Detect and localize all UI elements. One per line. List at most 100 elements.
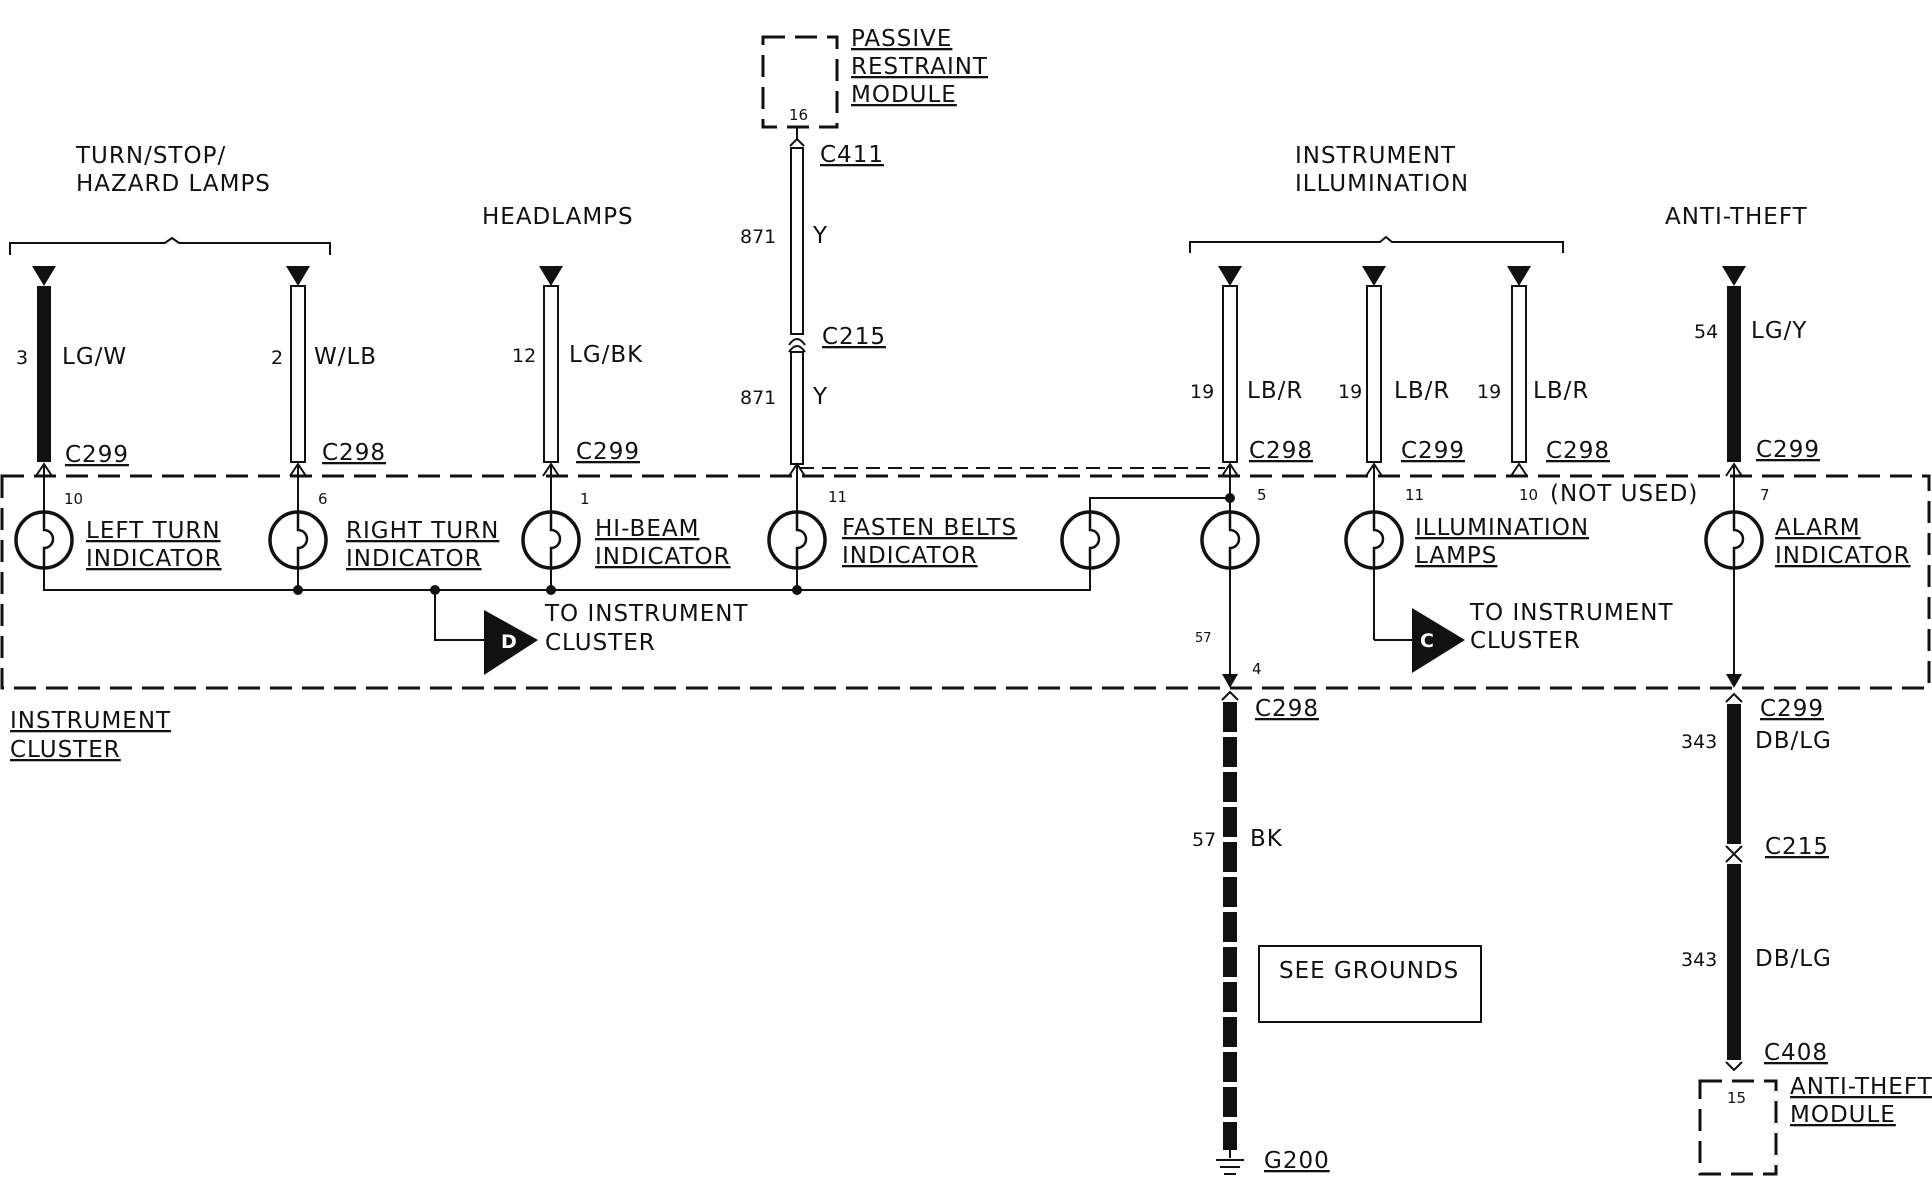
indicator-right-turn-1: RIGHT TURN <box>346 518 499 544</box>
lamp-hi-beam <box>521 510 581 570</box>
indicator-left-turn-1: LEFT TURN <box>86 518 221 544</box>
wire-circuit-343-a: 343 <box>1681 731 1717 753</box>
pin-10-notused: 10 <box>1519 486 1538 504</box>
wire-lg-bk <box>539 266 563 512</box>
pin-11-belts: 11 <box>828 488 847 506</box>
see-grounds-box <box>1258 945 1482 1023</box>
indicator-hi-beam-2: INDICATOR <box>595 544 731 570</box>
wire-bk <box>1216 690 1244 1175</box>
wire-lg-y <box>1722 266 1746 512</box>
wire-circuit-19-a: 19 <box>1190 381 1214 403</box>
indicator-hi-beam-1: HI-BEAM <box>595 516 699 542</box>
wire-circuit-3: 3 <box>16 347 28 369</box>
pin-6: 6 <box>318 490 328 508</box>
group-label-instrument: INSTRUMENT <box>1295 143 1456 169</box>
to-instrument-c-2: CLUSTER <box>1470 628 1581 654</box>
wire-color-db-lg-b: DB/LG <box>1755 946 1832 972</box>
wire-lg-w <box>32 266 56 512</box>
connector-c299-3: C299 <box>1401 438 1465 464</box>
pin-11-illum: 11 <box>1405 486 1424 504</box>
wire-db-lg <box>1725 692 1743 1072</box>
connector-c408: C408 <box>1764 1040 1828 1066</box>
wire-circuit-19-b: 19 <box>1338 381 1362 403</box>
pin-1: 1 <box>580 490 590 508</box>
group-label-headlamps: HEADLAMPS <box>482 204 634 230</box>
cluster-internal-wiring <box>43 493 1742 688</box>
wire-color-w-lb: W/LB <box>314 344 377 370</box>
wire-y <box>788 127 806 512</box>
wire-lb-r-1 <box>1218 266 1242 512</box>
indicator-fasten-belts-2: INDICATOR <box>842 543 978 569</box>
connector-c411: C411 <box>820 142 884 168</box>
wire-w-lb <box>286 266 310 512</box>
module-label-restraint: RESTRAINT <box>851 54 988 80</box>
connector-c215-2: C215 <box>1765 834 1829 860</box>
group-label-illumination: ILLUMINATION <box>1295 171 1469 197</box>
stray-mark: 57 <box>1195 631 1212 646</box>
group-label-hazard-lamps: HAZARD LAMPS <box>76 171 271 197</box>
to-instrument-d-1: TO INSTRUMENT <box>544 601 749 627</box>
instrument-cluster-box <box>0 474 1931 690</box>
lamp-fasten-belts <box>767 510 827 570</box>
module-label-module-2: MODULE <box>1790 1102 1896 1128</box>
indicator-alarm-1: ALARM <box>1775 515 1861 541</box>
group-brace-illumination <box>1189 235 1564 253</box>
wire-circuit-2: 2 <box>271 347 283 369</box>
connector-ref-c: C <box>1420 630 1434 652</box>
wire-circuit-57: 57 <box>1192 829 1216 851</box>
lamp-unlabeled <box>1060 510 1120 570</box>
connector-c299-5: C299 <box>1760 696 1824 722</box>
pin-4: 4 <box>1252 660 1262 678</box>
lamp-right-turn <box>268 510 328 570</box>
anti-theft-module-box <box>1698 1079 1778 1176</box>
indicator-illumination-2: LAMPS <box>1415 543 1497 569</box>
lamp-illumination <box>1344 510 1404 570</box>
pin-10-left: 10 <box>64 490 83 508</box>
wire-circuit-343-b: 343 <box>1681 949 1717 971</box>
lamp-alarm <box>1704 510 1764 570</box>
connector-c299-2: C299 <box>576 439 640 465</box>
lamp-left-turn <box>14 510 74 570</box>
connector-c298-4: C298 <box>1255 696 1319 722</box>
wire-color-lg-y: LG/Y <box>1751 318 1807 344</box>
group-brace-turn <box>9 236 331 255</box>
wire-color-lb-r-a: LB/R <box>1247 378 1303 404</box>
lamp-pin5 <box>1200 510 1260 570</box>
see-grounds-note: SEE GROUNDS <box>1279 958 1459 984</box>
connector-c299-4: C299 <box>1756 437 1820 463</box>
to-instrument-d-2: CLUSTER <box>545 630 656 656</box>
group-label-anti-theft: ANTI-THEFT <box>1665 204 1808 230</box>
indicator-left-turn-2: INDICATOR <box>86 546 222 572</box>
ground-g200: G200 <box>1264 1148 1330 1174</box>
wire-color-bk: BK <box>1250 826 1283 852</box>
indicator-alarm-2: INDICATOR <box>1775 543 1911 569</box>
module-label-passive: PASSIVE <box>851 26 952 52</box>
wire-circuit-12: 12 <box>512 345 536 367</box>
connector-c298-2: C298 <box>1249 438 1313 464</box>
module-label-anti-theft: ANTI-THEFT <box>1790 1074 1932 1100</box>
indicator-illumination-1: ILLUMINATION <box>1415 515 1589 541</box>
wire-color-db-lg-a: DB/LG <box>1755 728 1832 754</box>
connector-c299-1: C299 <box>65 442 129 468</box>
pin-7: 7 <box>1760 486 1770 504</box>
connector-c298-3: C298 <box>1546 438 1610 464</box>
connector-ref-d: D <box>501 631 517 653</box>
wire-circuit-871-b: 871 <box>740 387 776 409</box>
wire-circuit-871-a: 871 <box>740 226 776 248</box>
connector-c298-1: C298 <box>322 440 386 466</box>
to-instrument-c-1: TO INSTRUMENT <box>1469 600 1674 626</box>
wire-color-lb-r-b: LB/R <box>1394 378 1450 404</box>
wire-lb-r-3 <box>1507 266 1531 477</box>
pin-5: 5 <box>1257 486 1267 504</box>
pin-15: 15 <box>1727 1089 1746 1107</box>
pin-16: 16 <box>789 106 808 124</box>
module-label-module: MODULE <box>851 82 957 108</box>
passive-restraint-module-box <box>761 35 839 129</box>
wire-circuit-54: 54 <box>1694 321 1718 343</box>
group-label-turn-stop: TURN/STOP/ <box>75 143 226 169</box>
indicator-fasten-belts-1: FASTEN BELTS <box>842 515 1017 541</box>
wire-color-lb-r-c: LB/R <box>1533 378 1589 404</box>
indicator-right-turn-2: INDICATOR <box>346 546 482 572</box>
wire-color-y-b: Y <box>812 384 828 410</box>
